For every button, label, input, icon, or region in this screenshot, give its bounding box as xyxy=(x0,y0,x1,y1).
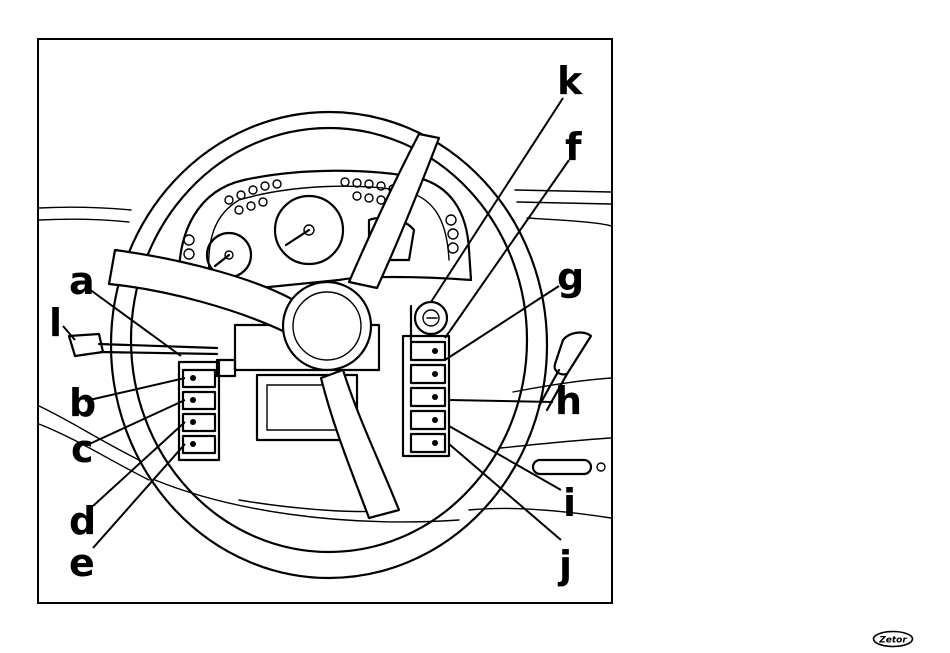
logo-wordmark: Zetor xyxy=(878,636,907,646)
callout-f: f xyxy=(565,125,582,169)
brand-logo: Zetor xyxy=(872,630,914,648)
dashboard-illustration: a b c d e f g h i j k l xyxy=(39,40,611,602)
dashboard-figure: a b c d e f g h i j k l xyxy=(37,38,613,604)
callout-k: k xyxy=(557,59,583,103)
multifunction-lever xyxy=(69,334,217,356)
callout-h: h xyxy=(555,379,582,423)
callout-c: c xyxy=(71,427,94,471)
callout-g: g xyxy=(557,255,584,299)
callout-i: i xyxy=(563,481,576,525)
callout-e: e xyxy=(69,541,95,585)
callout-a: a xyxy=(69,259,95,303)
wheel-hub xyxy=(283,282,371,370)
right-switch-panel xyxy=(403,336,449,456)
callout-b: b xyxy=(69,381,96,425)
callout-d: d xyxy=(69,499,96,543)
callout-l: l xyxy=(49,301,62,345)
ignition-switch xyxy=(411,302,447,340)
callout-j: j xyxy=(557,543,572,587)
zetor-logo-icon: Zetor xyxy=(872,630,914,648)
indicator-slot xyxy=(533,460,605,474)
